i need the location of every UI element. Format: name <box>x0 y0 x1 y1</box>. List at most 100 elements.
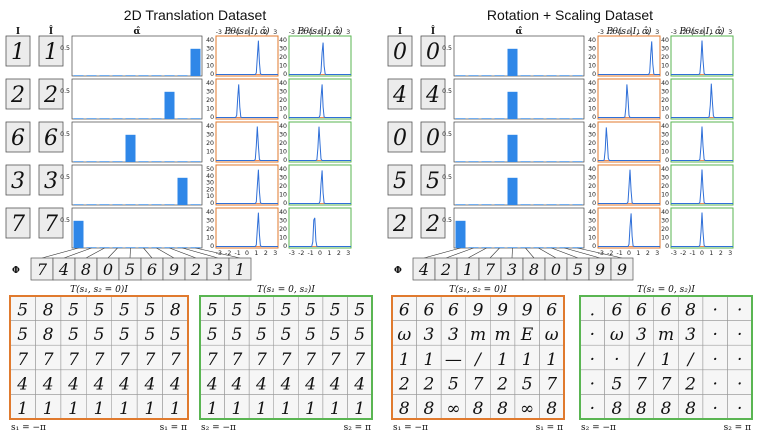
alpha-bar <box>520 118 531 119</box>
density-ytick: 20 <box>279 54 287 61</box>
alpha-bar <box>177 161 188 162</box>
density-ytick: 40 <box>661 209 669 216</box>
grid-cell-digit: 8 <box>685 399 696 419</box>
density-ytick: 20 <box>588 97 596 104</box>
grid-cell-digit: 8 <box>636 399 647 419</box>
grid-cell-digit: 7 <box>144 350 155 370</box>
grid-cell-digit: 1 <box>17 399 28 419</box>
grid-cell-digit: 4 <box>16 374 28 394</box>
grid-cell-digit: 4 <box>329 374 341 394</box>
alpha-axes <box>453 164 585 206</box>
alpha-bar <box>455 118 466 119</box>
density-ytick: 0 <box>210 157 214 164</box>
density-curve <box>671 212 733 247</box>
density-ytick: 40 <box>588 123 596 130</box>
phi-digit: 6 <box>147 260 157 279</box>
density-xtick: 0 <box>700 29 704 36</box>
alpha-ytick: 0.5 <box>60 217 70 224</box>
reconstruction-thumb <box>38 35 64 67</box>
density-ytick: 40 <box>206 209 214 216</box>
grid-cell-digit: 8 <box>43 325 54 345</box>
alpha-bar <box>494 247 505 248</box>
phi-connector <box>195 247 241 259</box>
right-title: Rotation + Scaling Dataset <box>487 7 653 23</box>
grid-cell-digit: 1 <box>546 350 557 370</box>
grid-cell-digit: 4 <box>230 374 242 394</box>
phi-connector <box>169 247 197 259</box>
density-xtick: 1 <box>254 29 258 36</box>
grid-cell-digit: ω <box>545 325 559 345</box>
grid-cell-digit: 5 <box>207 301 218 321</box>
alpha-bar <box>73 118 84 119</box>
grid-cell-digit: · <box>712 350 717 370</box>
phi-digit: 1 <box>463 260 473 279</box>
phi-connector <box>63 247 92 259</box>
density-xtick: -2 <box>298 29 304 36</box>
density-ytick: 20 <box>206 226 214 233</box>
density-curve <box>671 83 733 118</box>
alpha-bar <box>86 204 97 205</box>
alpha-bar <box>520 247 531 248</box>
grid-cell-digit: 3 <box>685 325 696 345</box>
density-ytick: 0 <box>665 200 669 207</box>
density-ytick: 10 <box>588 149 596 156</box>
grid-cell-digit: 8 <box>611 399 622 419</box>
grid-cell-digit: E <box>520 325 534 345</box>
grid-cell-digit: 1 <box>207 399 218 419</box>
alpha-bar <box>125 247 136 248</box>
grid-cell-digit: 8 <box>43 301 54 321</box>
alpha-bar <box>507 91 518 119</box>
alpha-bar <box>533 161 544 162</box>
alpha-bar <box>468 118 479 119</box>
grid-cell-digit: m <box>495 325 511 345</box>
density-xtick: 0 <box>627 250 631 257</box>
density-curve <box>289 84 351 118</box>
alpha-bar <box>572 118 583 119</box>
density-ytick: 10 <box>279 235 287 242</box>
density-xtick: -2 <box>607 250 613 257</box>
grid-cell-digit: 3 <box>636 325 647 345</box>
grid-cell-digit: 5 <box>68 301 79 321</box>
grid-cell-digit: 8 <box>473 399 484 419</box>
grid-cell-digit: 7 <box>119 350 130 370</box>
grid-cell-digit: 1 <box>231 399 242 419</box>
reconstruction-thumb <box>38 78 64 110</box>
grid-cell-digit: 5 <box>207 325 218 345</box>
grid-cell-digit: 7 <box>546 374 557 394</box>
density-xtick: 0 <box>627 29 631 36</box>
grid-cell-digit: 7 <box>94 350 105 370</box>
alpha-bar <box>86 161 97 162</box>
alpha-bar <box>112 161 123 162</box>
density-ytick: 30 <box>206 180 214 187</box>
density-ytick: 30 <box>206 132 214 139</box>
density-ytick: 20 <box>661 54 669 61</box>
density-ytick: 30 <box>279 46 287 53</box>
grid-cell-digit: 4 <box>67 374 79 394</box>
p-s1-axes <box>215 164 279 206</box>
density-ytick: 0 <box>283 200 287 207</box>
density-ytick: 10 <box>661 63 669 70</box>
grid-cell-digit: 5 <box>231 301 242 321</box>
alpha-axes <box>453 121 585 163</box>
alpha-bar <box>507 177 518 205</box>
density-ytick: 10 <box>661 192 669 199</box>
phi-digit: 4 <box>58 260 69 279</box>
grid-cell-digit: 5 <box>17 301 28 321</box>
density-xtick: -2 <box>607 29 613 36</box>
density-ytick: 40 <box>279 37 287 44</box>
density-ytick: 30 <box>279 218 287 225</box>
alpha-ytick: 0.5 <box>60 131 70 138</box>
reconstruction-thumb <box>38 164 64 196</box>
grid-frame <box>391 295 565 420</box>
density-ytick: 20 <box>588 226 596 233</box>
grid-cell-digit: 3 <box>448 325 459 345</box>
grid-cell-digit: / <box>686 350 696 370</box>
grid-label-right: s₁ = π <box>160 423 187 433</box>
col-header-reconstruction: Î <box>431 25 435 37</box>
grid-cell-digit: 7 <box>43 350 54 370</box>
alpha-bar <box>481 161 492 162</box>
density-ytick: 20 <box>279 97 287 104</box>
alpha-bar <box>112 118 123 119</box>
density-ytick: 20 <box>588 183 596 190</box>
density-xtick: -1 <box>308 250 314 257</box>
